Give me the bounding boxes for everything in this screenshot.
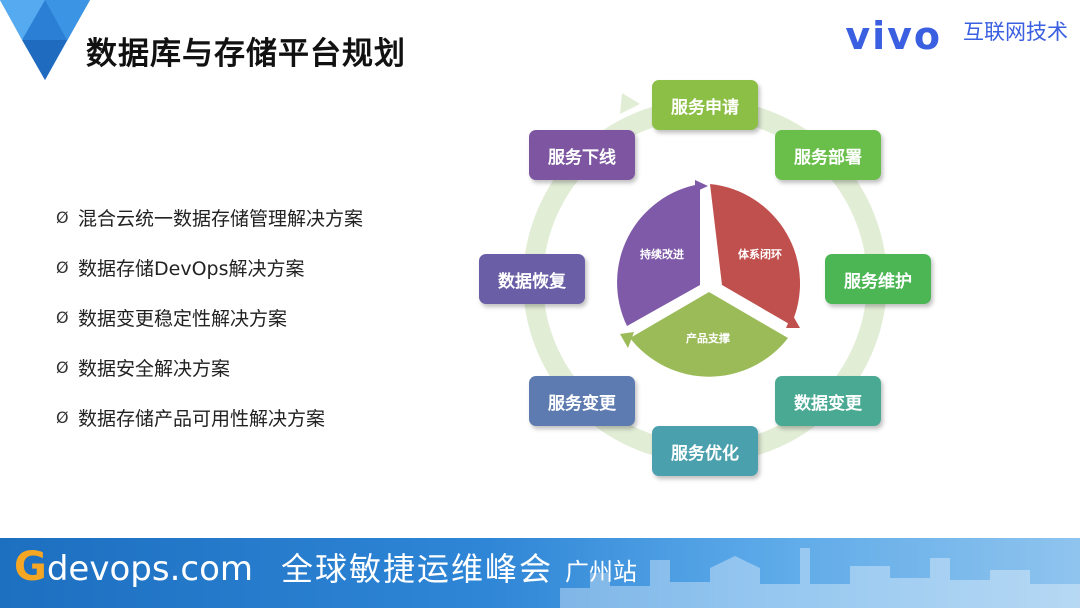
ring-arrow-icon xyxy=(620,93,640,114)
bullet-symbol: Ø xyxy=(56,207,69,227)
list-item: Ø 数据变更稳定性解决方案 xyxy=(56,292,363,342)
footer-city: 广州站 xyxy=(565,558,638,586)
footer-logo-text: devops.com xyxy=(46,549,253,589)
footer-event-title: G devops.com 全球敏捷运维峰会 广州站 xyxy=(14,544,637,590)
list-item: Ø 数据存储DevOps解决方案 xyxy=(56,242,363,292)
segment-closed-loop xyxy=(710,184,801,325)
box-service-optimize: 服务优化 xyxy=(652,426,758,476)
list-item-text: 数据变更稳定性解决方案 xyxy=(78,307,288,330)
box-data-change: 数据变更 xyxy=(775,376,881,426)
box-service-deploy: 服务部署 xyxy=(775,130,881,180)
bullet-symbol: Ø xyxy=(56,307,69,327)
list-item-text: 混合云统一数据存储管理解决方案 xyxy=(78,207,364,230)
list-item-text: 数据存储DevOps解决方案 xyxy=(78,257,305,280)
list-item: Ø 数据存储产品可用性解决方案 xyxy=(56,392,363,442)
lifecycle-diagram: 体系闭环 持续改进 产品支撑 服务申请 服务部署 服务维护 数据变更 服务优化 … xyxy=(470,76,940,486)
list-item: Ø 混合云统一数据存储管理解决方案 xyxy=(56,192,363,242)
footer-event-name: 全球敏捷运维峰会 xyxy=(281,550,554,588)
brand-subtitle: 互联网技术 xyxy=(963,20,1068,44)
box-service-offline: 服务下线 xyxy=(529,130,635,180)
box-service-apply: 服务申请 xyxy=(652,80,758,130)
list-item: Ø 数据安全解决方案 xyxy=(56,342,363,392)
box-data-recover: 数据恢复 xyxy=(479,254,585,304)
segment-support xyxy=(630,292,788,377)
bullet-symbol: Ø xyxy=(56,257,69,277)
footer-logo-g: G xyxy=(14,544,47,590)
list-item-text: 数据存储产品可用性解决方案 xyxy=(78,407,326,430)
box-service-maintain: 服务维护 xyxy=(825,254,931,304)
list-item-text: 数据安全解决方案 xyxy=(78,357,231,380)
bullet-symbol: Ø xyxy=(56,357,69,377)
solution-list: Ø 混合云统一数据存储管理解决方案 Ø 数据存储DevOps解决方案 Ø 数据变… xyxy=(56,192,363,442)
closed-loop-arrow-icon xyxy=(786,314,800,328)
city-skyline-icon xyxy=(560,548,1080,608)
center-label-closed-loop: 体系闭环 xyxy=(738,247,782,261)
logo-triangle-icon xyxy=(0,0,90,80)
improve-arrow-icon xyxy=(695,180,708,192)
bullet-symbol: Ø xyxy=(56,407,69,427)
page-title: 数据库与存储平台规划 xyxy=(86,36,406,72)
box-service-change: 服务变更 xyxy=(529,376,635,426)
segment-improve xyxy=(617,184,700,326)
center-label-support: 产品支撑 xyxy=(686,331,730,345)
brand-logo: vivo xyxy=(845,14,942,58)
center-label-improve: 持续改进 xyxy=(640,247,684,261)
support-arrow-icon xyxy=(620,332,634,348)
footer-banner: G devops.com 全球敏捷运维峰会 广州站 xyxy=(0,538,1080,608)
